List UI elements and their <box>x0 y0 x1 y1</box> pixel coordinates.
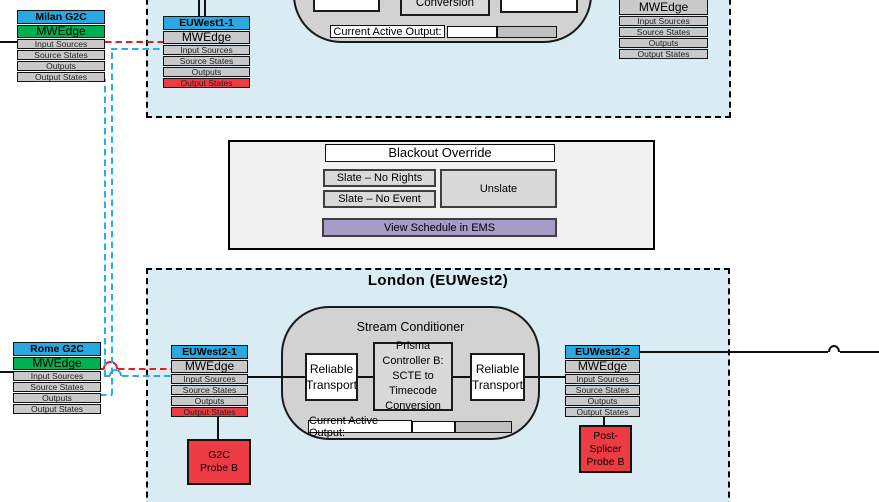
rome-g2c-header: Rome G2C <box>13 342 101 356</box>
backup-feed-to-euwest2-line-2 <box>122 375 171 378</box>
euwest1-1-top-connector-b <box>204 0 206 16</box>
backup-feed-hop <box>109 368 122 376</box>
milan-g2c-header: Milan G2C <box>17 10 105 24</box>
euwest2-1-outputs-link[interactable]: Outputs <box>171 396 248 406</box>
rome-backup-vertical-line <box>111 49 114 395</box>
euwest1-2-output-states-link[interactable]: Output States <box>619 49 708 59</box>
g2c-probe-b-button[interactable]: G2C Probe B <box>187 439 251 485</box>
euwest2-1-to-probe-line <box>217 417 219 439</box>
feed-line-into-rome <box>0 371 13 373</box>
slate-no-event-button[interactable]: Slate – No Event <box>323 190 436 208</box>
slate-no-rights-button[interactable]: Slate – No Rights <box>323 169 436 187</box>
milan-backup-vertical-line <box>103 79 106 376</box>
milan-mwedge-row: MWEdge <box>17 24 105 38</box>
euwest1-1-top-connector-a <box>198 0 200 16</box>
transport-to-prisma-line <box>358 376 373 378</box>
milan-g2c-box: Milan G2C MWEdge Input Sources Source St… <box>17 10 105 82</box>
euwest1-1-box: EUWest1-1 MWEdge Input Sources Source St… <box>163 16 250 88</box>
transport-label: Transport <box>514 0 565 1</box>
rome-input-sources-link[interactable]: Input Sources <box>13 371 101 381</box>
milan-output-states-link[interactable]: Output States <box>17 72 105 82</box>
milan-source-states-link[interactable]: Source States <box>17 50 105 60</box>
euwest2-1-to-conditioner-line <box>248 376 305 378</box>
rome-primary-feed-line-1 <box>100 367 104 370</box>
reliable-transport-left-box: Reliable Transport <box>305 353 358 401</box>
euwest2-2-output-states-link[interactable]: Output States <box>565 407 640 417</box>
output-line-hop <box>828 345 840 352</box>
current-active-output-value-top <box>447 26 497 38</box>
euwest2-1-source-states-link[interactable]: Source States <box>171 385 248 395</box>
euwest2-1-header: EUWest2-1 <box>171 345 248 359</box>
london-region-title: London (EUWest2) <box>367 272 509 289</box>
backup-feed-to-euwest1-line <box>111 47 163 50</box>
milan-input-sources-link[interactable]: Input Sources <box>17 39 105 49</box>
rome-source-states-link[interactable]: Source States <box>13 382 101 392</box>
euwest2-2-source-states-link[interactable]: Source States <box>565 385 640 395</box>
euwest2-2-mwedge-row: MWEdge <box>565 359 640 373</box>
euwest2-1-input-sources-link[interactable]: Input Sources <box>171 374 248 384</box>
milan-primary-feed-line <box>105 40 163 43</box>
current-active-output-label-london: Current Active Output: <box>308 415 412 439</box>
reliable-transport-top-right-box: Transport <box>500 0 578 13</box>
current-active-output-indicator-top <box>497 26 557 38</box>
rome-outputs-elbow-line <box>100 394 112 397</box>
reliable-transport-top-left-box <box>313 0 380 12</box>
euwest1-2-source-states-link[interactable]: Source States <box>619 27 708 37</box>
rome-mwedge-row: MWEdge <box>13 356 101 370</box>
rome-g2c-box: Rome G2C MWEdge Input Sources Source Sta… <box>13 342 101 414</box>
feed-line-into-milan <box>0 41 17 43</box>
euwest2-2-output-line-2 <box>840 351 879 353</box>
view-schedule-in-ems-button[interactable]: View Schedule in EMS <box>322 218 557 237</box>
current-active-output-label-top: Current Active Output: <box>330 25 445 38</box>
euwest2-2-output-line <box>640 351 828 353</box>
rome-primary-feed-line-2 <box>118 367 171 370</box>
euwest2-1-mwedge-row: MWEdge <box>171 359 248 373</box>
stream-conditioner-title: Stream Conditioner <box>356 320 465 334</box>
euwest2-1-box: EUWest2-1 MWEdge Input Sources Source St… <box>171 345 248 417</box>
current-active-output-indicator-london <box>455 421 512 433</box>
prisma-controller-top-box: Conversion <box>400 0 490 16</box>
post-splicer-probe-b-button[interactable]: Post-Splicer Probe B <box>579 425 632 473</box>
rome-output-states-link[interactable]: Output States <box>13 404 101 414</box>
euwest1-2-box: MWEdge Input Sources Source States Outpu… <box>619 0 708 59</box>
euwest1-1-output-states-link[interactable]: Output States <box>163 78 250 88</box>
euwest1-1-mwedge-row: MWEdge <box>163 30 250 44</box>
milan-outputs-link[interactable]: Outputs <box>17 61 105 71</box>
euwest1-2-outputs-link[interactable]: Outputs <box>619 38 708 48</box>
reliable-transport-right-box: Reliable Transport <box>470 353 525 401</box>
current-active-output-value-london <box>412 421 455 433</box>
euwest2-2-box: EUWest2-2 MWEdge Input Sources Source St… <box>565 345 640 417</box>
conversion-label: Conversion <box>415 0 475 9</box>
prisma-to-transport-line <box>453 376 470 378</box>
euwest1-2-input-sources-link[interactable]: Input Sources <box>619 16 708 26</box>
prisma-controller-b-box: Prisma Controller B: SCTE to Timecode Co… <box>373 340 453 412</box>
euwest2-2-outputs-link[interactable]: Outputs <box>565 396 640 406</box>
euwest2-1-output-states-link[interactable]: Output States <box>171 407 248 417</box>
euwest1-1-input-sources-link[interactable]: Input Sources <box>163 45 250 55</box>
euwest1-1-outputs-link[interactable]: Outputs <box>163 67 250 77</box>
unslate-button[interactable]: Unslate <box>440 169 557 208</box>
conditioner-to-euwest2-2-line <box>525 376 565 378</box>
euwest1-1-source-states-link[interactable]: Source States <box>163 56 250 66</box>
backup-feed-to-euwest2-line-1 <box>103 375 110 378</box>
rome-outputs-link[interactable]: Outputs <box>13 393 101 403</box>
euwest1-2-mwedge-row: MWEdge <box>619 0 708 15</box>
euwest2-2-header: EUWest2-2 <box>565 345 640 359</box>
euwest1-1-header: EUWest1-1 <box>163 16 250 30</box>
euwest2-2-input-sources-link[interactable]: Input Sources <box>565 374 640 384</box>
blackout-override-title: Blackout Override <box>325 143 555 162</box>
euwest2-2-to-probe-line <box>603 417 605 425</box>
